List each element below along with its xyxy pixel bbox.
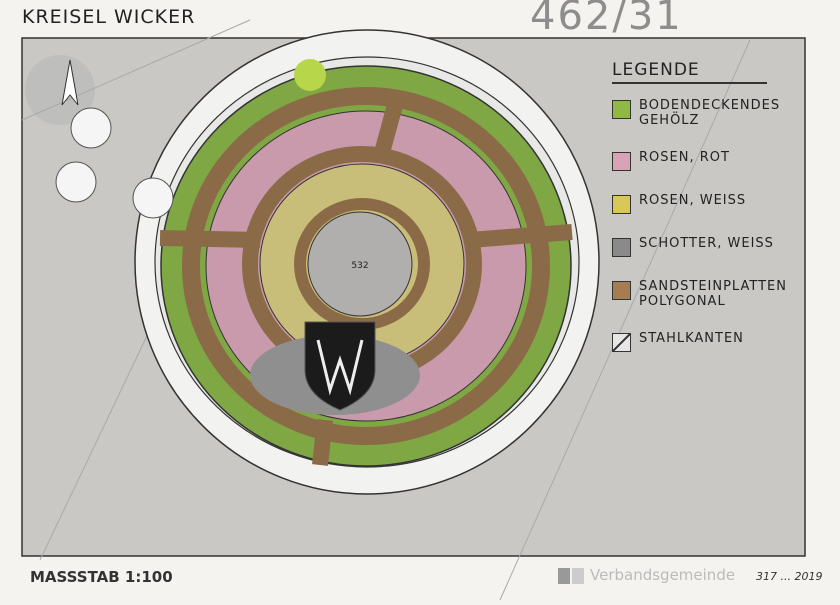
legend-label: SCHOTTER, WEISS [639,236,774,251]
sandstone-path-outer [182,87,550,445]
shrub-icon [294,59,326,91]
north-arrow-icon [61,59,79,106]
steel-edge-swatch [612,333,631,352]
legend-item: ROSEN, WEISS [612,193,802,214]
legend-item: STAHLKANTEN [612,331,802,352]
legend-label: SANDSTEINPLATTEN POLYGONAL [639,279,787,309]
legend-label: ROSEN, WEISS [639,193,747,208]
groundcover-swatch [612,100,631,119]
legend-label: STAHLKANTEN [639,331,744,346]
map-shadow [25,55,95,125]
watermark: Verbandsgemeinde [590,566,736,584]
center-gravel [307,211,413,317]
legend-label: ROSEN, ROT [639,150,730,165]
rose-white-swatch [612,195,631,214]
crest-shield-icon [304,321,376,411]
legend-item: ROSEN, ROT [612,150,802,171]
legend-item: BODENDECKENDES GEHÖLZ [612,98,802,128]
legend-item: SCHOTTER, WEISS [612,236,802,257]
scale-label: MASSSTAB 1:100 [30,568,173,586]
tree-icon [132,177,174,219]
radial-paths [159,102,573,466]
sandstone-swatch [612,281,631,300]
legend: LEGENDE BODENDECKENDES GEHÖLZ ROSEN, ROT… [612,60,802,374]
signature: 317 ... 2019 [756,570,823,583]
tree-icon [70,107,112,149]
parcel-number: 462/31 [530,0,683,39]
crest-letter-w [316,339,364,396]
legend-item: SANDSTEINPLATTEN POLYGONAL [612,279,802,309]
legend-label: BODENDECKENDES GEHÖLZ [639,98,781,128]
center-label: 532 [351,261,368,271]
tree-icon [55,161,97,203]
legend-title: LEGENDE [612,60,767,84]
rose-red-swatch [612,152,631,171]
gravel-swatch [612,238,631,257]
plan-title: KREISEL WICKER [22,6,196,28]
municipal-crest-icon [558,568,584,584]
